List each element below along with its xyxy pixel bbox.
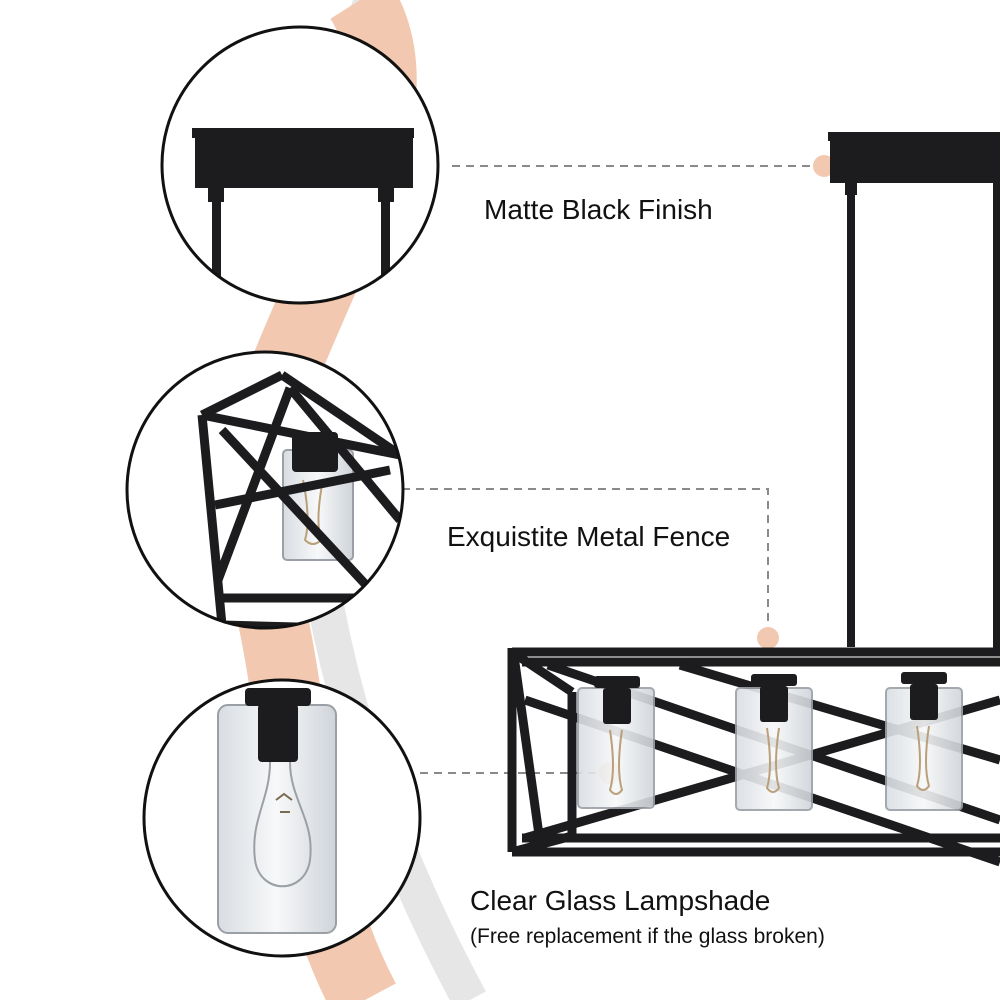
main-canopy — [828, 132, 1000, 650]
feature-label-glass-shade: Clear Glass Lampshade — [470, 885, 771, 916]
feature-label-matte-black: Matte Black Finish — [484, 194, 713, 225]
detail-circle-fence — [125, 350, 405, 630]
feature-label-metal-fence: Exquistite Metal Fence — [447, 521, 731, 552]
leader-lines — [402, 165, 822, 774]
detail-circle-glass — [142, 678, 422, 958]
detail-circle-canopy — [160, 25, 440, 305]
main-shades — [577, 672, 963, 811]
feature-note-glass-shade: (Free replacement if the glass broken) — [470, 925, 825, 948]
